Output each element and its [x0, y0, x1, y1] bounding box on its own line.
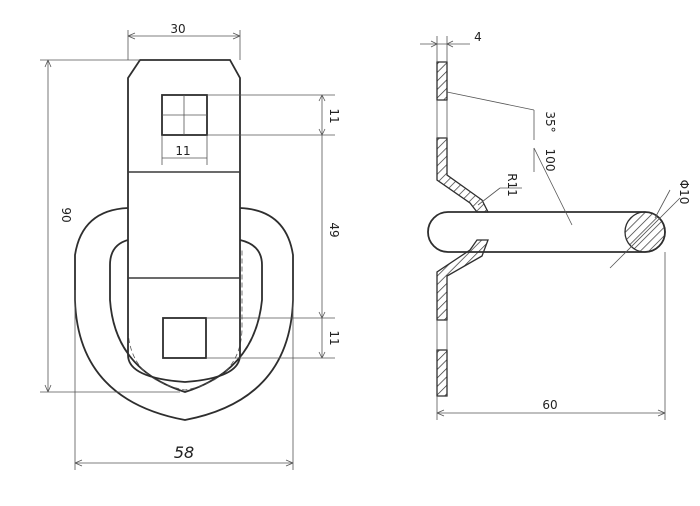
label-span: 100 [533, 147, 573, 226]
dim-plate-thickness: 4 [420, 30, 482, 62]
dim-ring-width: 58 [74, 290, 294, 470]
dim-bend-radius: R11 [477, 173, 522, 206]
plate-section-lower-2 [436, 349, 448, 397]
rod-center-line [609, 197, 681, 269]
label-span-text: 100 [543, 149, 557, 172]
dim-top-width: 30 [127, 22, 241, 60]
dim-bend-radius-text: R11 [505, 173, 519, 197]
plate-section-upper [436, 61, 448, 101]
d-ring-outer [74, 207, 294, 421]
dim-slot-width-text: 11 [175, 144, 190, 158]
label-angle: 35° [446, 91, 557, 140]
dim-ring-length: 60 [436, 252, 666, 420]
front-view: 30 90 11 11 49 [40, 22, 341, 470]
dim-top-width-text: 30 [170, 22, 185, 36]
d-ring-inner [109, 239, 263, 393]
label-angle-text: 35° [543, 111, 557, 132]
dim-ring-length-text: 60 [542, 398, 557, 412]
dim-ring-diameter-text: Φ10 [677, 180, 691, 205]
dim-center-distance-text: 49 [327, 222, 341, 237]
dim-ring-diameter: Φ10 [654, 180, 691, 219]
dim-slot-height-lower-text: 11 [327, 330, 341, 345]
plate-section-upper-2 [436, 137, 490, 213]
dim-slot-height-lower: 11 [206, 317, 341, 359]
rod-end-section [624, 211, 666, 253]
dim-height-overall: 90 [40, 59, 180, 393]
dim-ring-width-text: 58 [174, 443, 194, 462]
dim-slot-height-upper-text: 11 [327, 108, 341, 123]
strap-plate [127, 59, 241, 383]
dim-slot-width: 11 [161, 135, 208, 165]
lower-slot [162, 317, 207, 359]
dim-center-distance: 49 [318, 135, 341, 319]
side-view: 4 35° R11 100 Φ10 [420, 30, 691, 420]
dim-height-overall-text: 90 [59, 207, 73, 222]
d-ring-hidden-line [127, 250, 243, 391]
dim-slot-height-upper: 11 [207, 94, 341, 136]
dim-plate-thickness-text: 4 [474, 30, 482, 44]
